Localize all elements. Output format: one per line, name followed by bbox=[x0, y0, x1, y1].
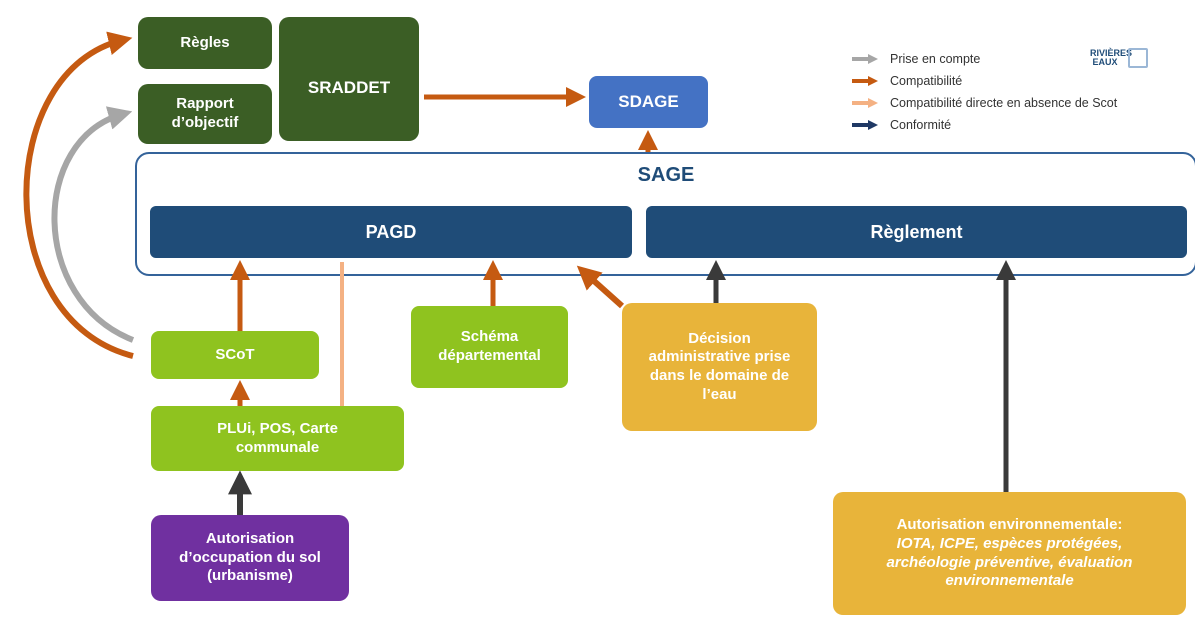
decision-administrative-box: Décision administrative prise dans le do… bbox=[622, 303, 817, 431]
logo-text: RIVIÈRES EAUX bbox=[1090, 48, 1133, 67]
sage-title: SAGE bbox=[637, 164, 695, 186]
legend-item-compatibilite: Compatibilité bbox=[852, 70, 1117, 92]
pagd-box: PAGD bbox=[150, 206, 632, 258]
legend-label: Prise en compte bbox=[890, 52, 981, 66]
regles-box: Règles bbox=[138, 17, 272, 69]
legend-item-conformite: Conformité bbox=[852, 114, 1117, 136]
curve-prise-en-compte-arrow bbox=[51, 106, 135, 343]
gray-arrow-icon bbox=[852, 54, 878, 64]
legend-item-prise-en-compte: Prise en compte bbox=[852, 48, 1117, 70]
legend: Prise en compte Compatibilité Compatibil… bbox=[852, 48, 1117, 136]
curve-compatibilite-arrow bbox=[23, 31, 134, 359]
navy-arrow-icon bbox=[852, 120, 878, 130]
scot-box: SCoT bbox=[151, 331, 319, 379]
reglement-box: Règlement bbox=[646, 206, 1187, 258]
autorisation-env-title: Autorisation environnementale: bbox=[896, 516, 1123, 533]
logo: RIVIÈRES EAUX bbox=[1090, 44, 1168, 72]
plui-box: PLUi, POS, Carte communale bbox=[151, 406, 404, 471]
autorisation-environnementale-box: Autorisation environnementale: IOTA, ICP… bbox=[833, 492, 1186, 615]
sraddet-box: SRADDET bbox=[279, 17, 419, 141]
legend-label: Compatibilité bbox=[890, 74, 963, 88]
light-orange-arrow-icon bbox=[852, 98, 878, 108]
legend-label: Conformité bbox=[890, 118, 952, 132]
rapport-objectif-box: Rapport d’objectif bbox=[138, 84, 272, 144]
legend-label: Compatibilité directe en absence de Scot bbox=[890, 96, 1118, 110]
autorisation-env-detail: IOTA, ICPE, espèces protégées, archéolog… bbox=[886, 534, 1133, 590]
orange-arrow-icon bbox=[852, 76, 878, 86]
logo-icon bbox=[1128, 48, 1148, 68]
sdage-box: SDAGE bbox=[589, 76, 708, 128]
decision-to-pagd-arrow bbox=[576, 265, 625, 309]
autorisation-occupation-sol-box: Autorisation d’occupation du sol (urbani… bbox=[151, 515, 349, 601]
schema-departemental-box: Schéma départemental bbox=[411, 306, 568, 388]
legend-item-compatibilite-directe: Compatibilité directe en absence de Scot bbox=[852, 92, 1117, 114]
